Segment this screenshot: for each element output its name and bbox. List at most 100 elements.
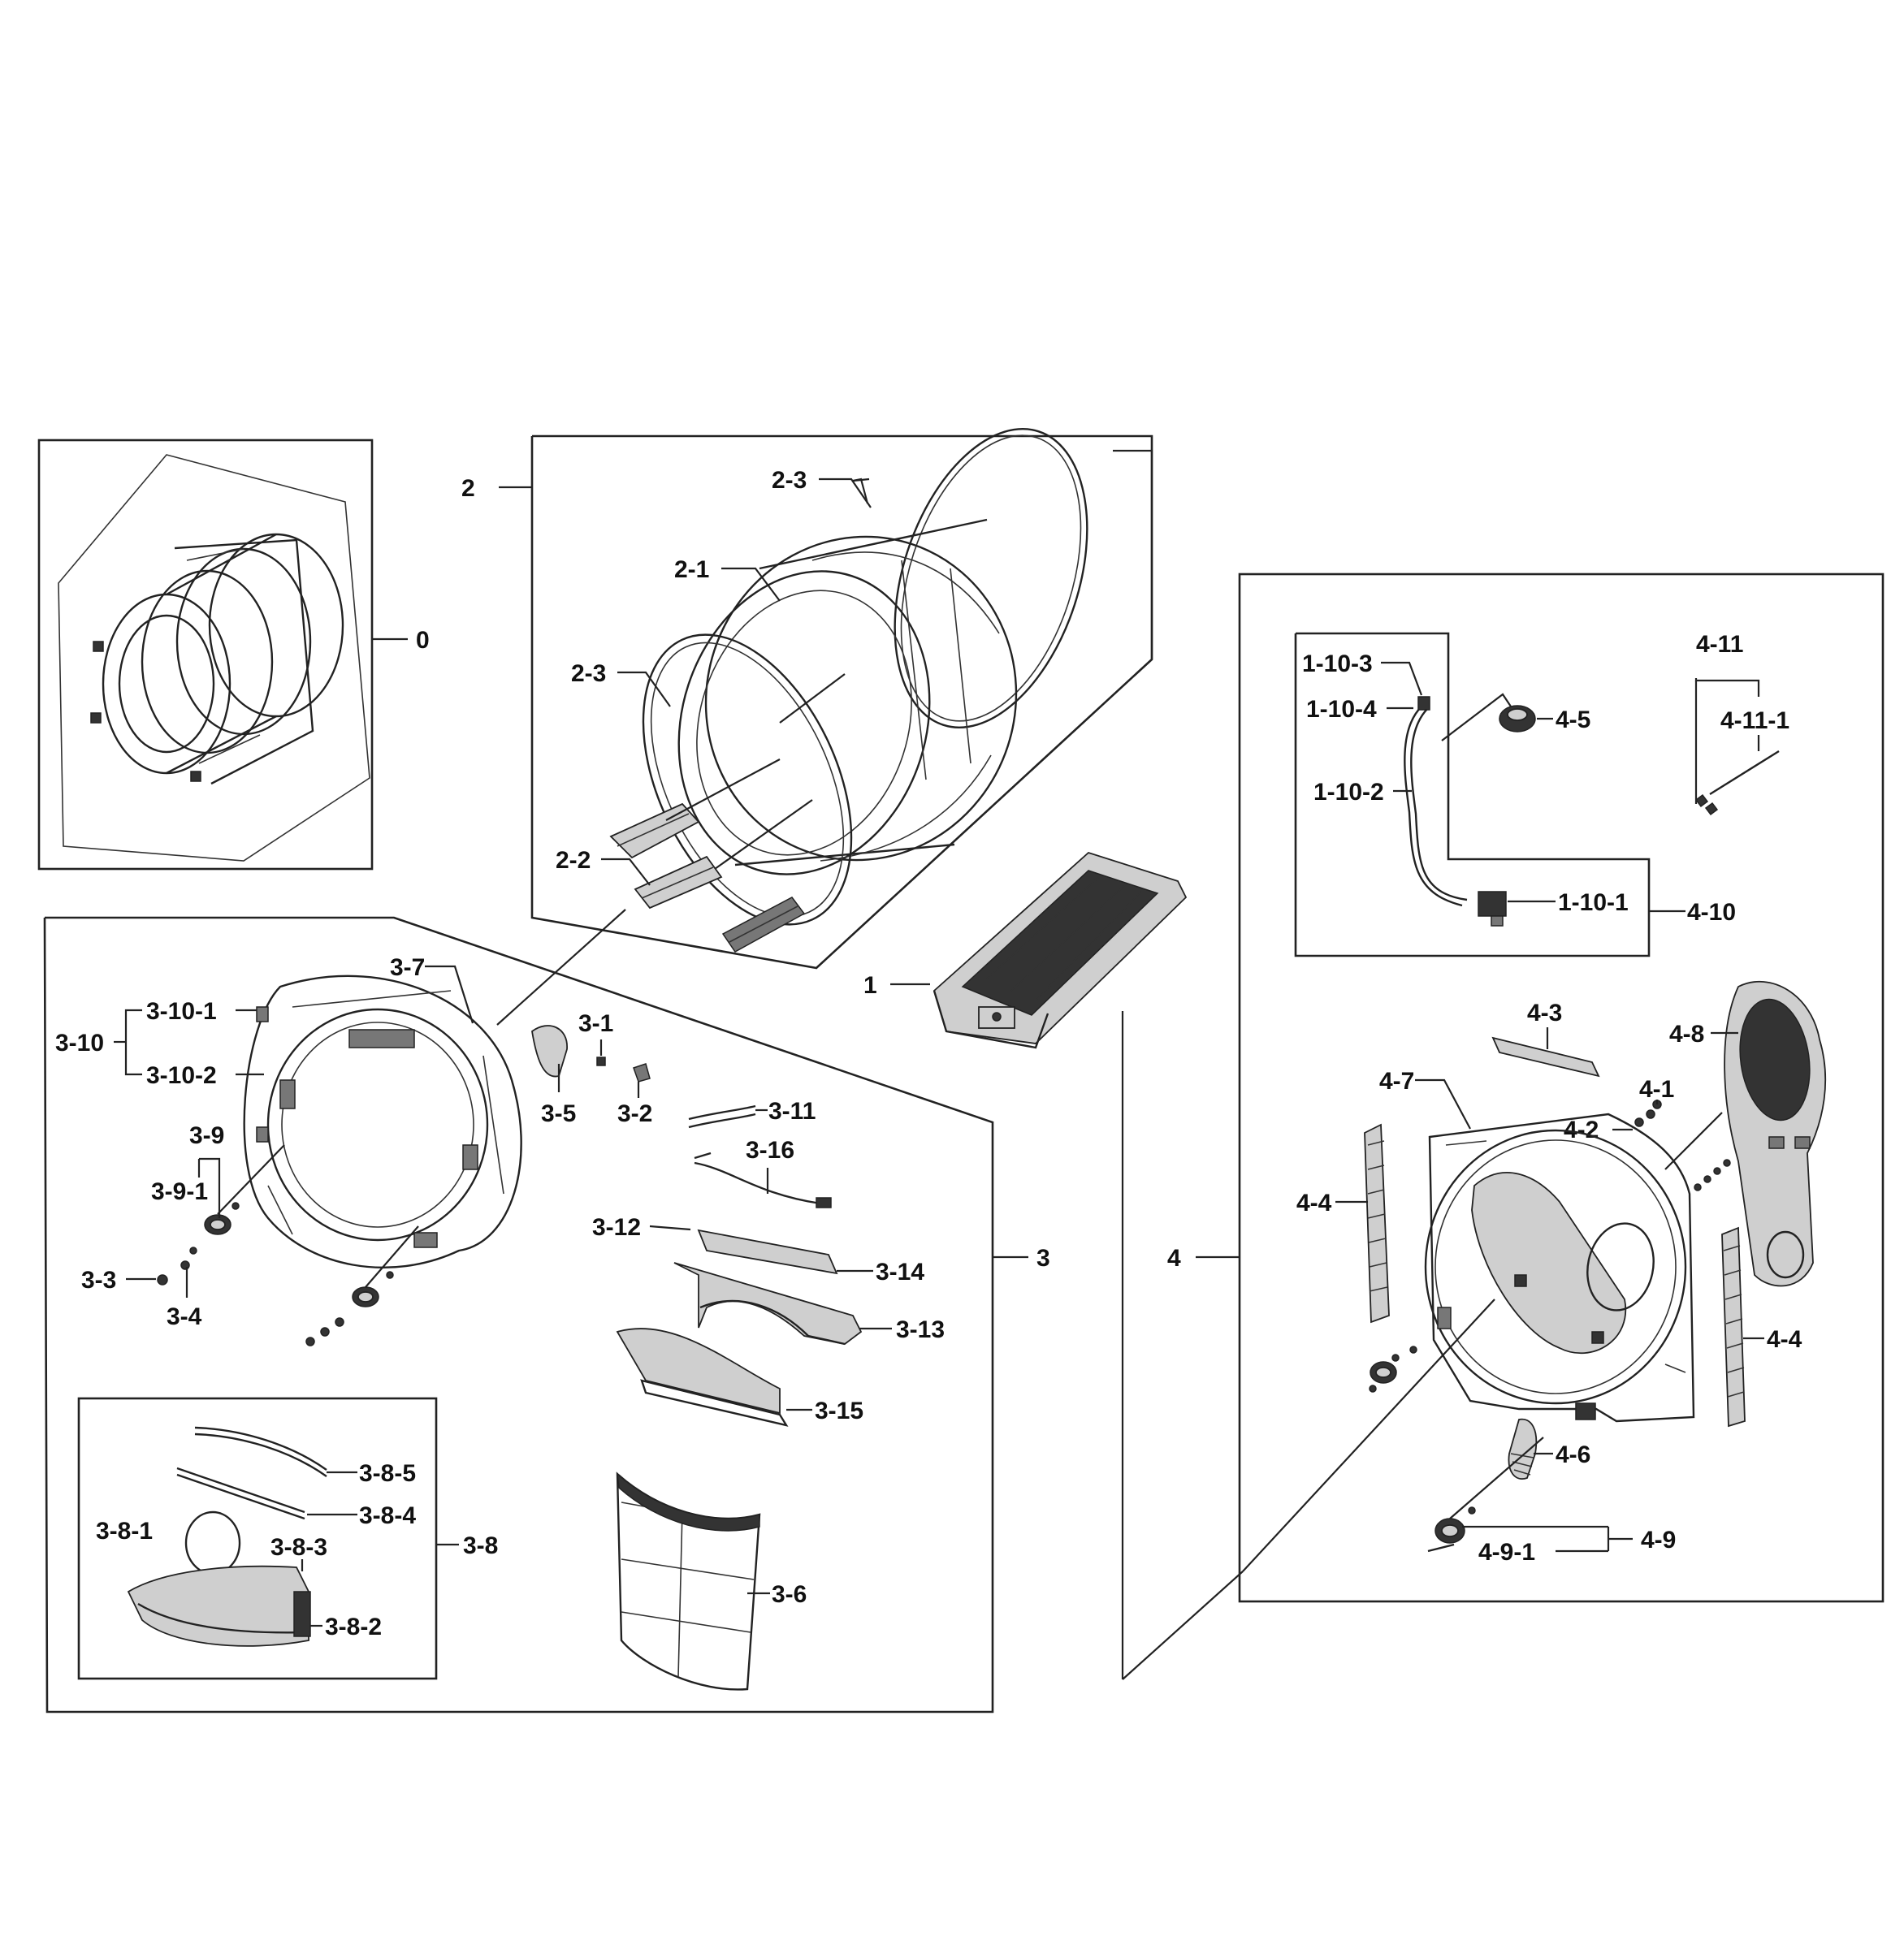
drum-body [677,518,1018,875]
label-3-9-1: 3-9-1 [151,1178,208,1205]
assembly-4-10: 4-10 1-10-3 1-10-4 1-10-2 1-10-1 [1294,632,1736,957]
connector-1-10-3 [1417,696,1430,711]
label-3-14: 3-14 [876,1259,924,1286]
label-4-9: 4-9 [1641,1527,1676,1554]
front-panel [243,974,522,1269]
assembly-3: 3 3-10-1 3-10-2 3-10 3-7 3-5 3-1 [43,916,1050,1713]
label-3-15: 3-15 [815,1398,863,1424]
label-3-12: 3-12 [592,1214,641,1241]
label-3-8-2: 3-8-2 [325,1614,382,1640]
label-4-6: 4-6 [1556,1441,1590,1468]
label-4-11: 4-11 [1696,631,1743,658]
label-2: 2 [461,475,475,502]
leader-4-7-down [1242,1299,1495,1572]
rail-4-4-right [1721,1226,1746,1428]
leader-2-to-3 [496,909,626,1026]
duct-cover-4-8 [1724,980,1827,1287]
door-lock [531,1025,568,1078]
leader-4-to-mid [1122,1571,1244,1680]
wire-3-16 [694,1161,821,1205]
screw-4-9-1 [1427,1543,1455,1553]
leader-2-right [1113,449,1153,659]
screw-4-2 [1634,1117,1644,1127]
screw-3-1 [596,1057,606,1066]
rear-gasket [894,428,1088,728]
screw-4-11-1 [1709,750,1780,796]
assembly-0: 0 [37,439,430,871]
assembly-3-8-frame [77,1397,438,1680]
label-3-4: 3-4 [167,1303,202,1330]
assembly-0-frame [37,439,374,871]
strip-3-8-5 [194,1426,327,1471]
bar-3-14 [697,1229,838,1275]
label-4: 4 [1167,1245,1181,1272]
assembly-4: 4 4-10 1-10-3 1-10-4 1-10-2 1-10-1 4-5 [1167,573,1885,1603]
duct-3-8-2 [127,1565,309,1647]
label-1-10-3: 1-10-3 [1302,650,1373,677]
lint-filter-3-6 [616,1471,761,1691]
label-2-3-left: 2-3 [571,660,606,687]
label-0: 0 [416,627,430,654]
label-3-10-1: 3-10-1 [146,998,217,1025]
wire-3-11 [688,1104,756,1121]
label-3-5: 3-5 [541,1100,576,1127]
label-4-3: 4-3 [1527,1000,1562,1026]
label-1: 1 [863,972,877,999]
screw-3-3 [157,1274,168,1286]
label-1-10-4: 1-10-4 [1306,696,1377,723]
lifter-a [609,802,700,859]
filter-housing-3-13 [673,1262,863,1345]
label-2-3-top: 2-3 [772,467,807,494]
label-4-10: 4-10 [1687,899,1736,926]
label-1-10-2: 1-10-2 [1313,779,1384,806]
rear-panel-4-7 [1424,1113,1695,1423]
label-4-1: 4-1 [1639,1076,1674,1103]
hinge-upper [256,1006,269,1022]
label-4-8: 4-8 [1669,1021,1704,1048]
label-2-2: 2-2 [556,847,591,874]
harness-1-10-2 [1404,706,1463,907]
label-2-1: 2-1 [674,556,709,583]
bracket-4-3 [1491,1036,1600,1078]
assembly-1: 1 [863,851,1188,1049]
assembly-2: 2 2-3 2-1 2-3 2-2 [461,428,1153,970]
bar-3-8-4 [176,1467,305,1514]
label-3-10: 3-10 [55,1030,104,1057]
label-3-8-1: 3-8-1 [96,1518,153,1545]
label-3-8-4: 3-8-4 [359,1502,416,1529]
label-3-8: 3-8 [463,1532,498,1559]
connector-1-10-1 [1478,891,1507,917]
assembly-4-frame [1238,573,1885,1603]
label-4-4-left: 4-4 [1296,1190,1332,1217]
label-4-9-1: 4-9-1 [1478,1539,1535,1566]
label-1-10-1: 1-10-1 [1558,889,1629,916]
label-3-1: 3-1 [578,1010,613,1037]
hose-4-6 [1508,1418,1538,1480]
assembly-3-frame [43,916,994,1713]
label-3-8-3: 3-8-3 [270,1534,327,1561]
label-4-4-right: 4-4 [1767,1326,1802,1353]
label-3-9: 3-9 [189,1122,224,1149]
label-4-7: 4-7 [1379,1068,1414,1095]
label-4-2: 4-2 [1564,1117,1599,1143]
assembly-0-drum [90,533,344,785]
label-3-3: 3-3 [81,1267,116,1294]
rail-4-4-left [1364,1123,1390,1324]
front-gasket [642,633,853,926]
label-3-13: 3-13 [896,1316,945,1343]
label-4-11-1: 4-11-1 [1720,707,1789,734]
label-3-7: 3-7 [390,954,425,981]
label-3-11: 3-11 [768,1098,816,1125]
label-3-16: 3-16 [746,1137,794,1164]
assembly-4-10-frame [1294,632,1651,957]
filter-frame-3-15 [616,1328,781,1415]
label-3-6: 3-6 [772,1581,807,1608]
assembly-3-8: 3-8 3-8-5 3-8-4 3-8-1 3-8-3 3-8-2 [77,1397,498,1680]
seal-3-8-1 [184,1510,241,1575]
label-3: 3 [1036,1245,1050,1272]
label-3-10-2: 3-10-2 [146,1062,217,1089]
label-3-2: 3-2 [617,1100,652,1127]
label-3-8-5: 3-8-5 [359,1460,416,1487]
label-4-5: 4-5 [1556,707,1590,733]
